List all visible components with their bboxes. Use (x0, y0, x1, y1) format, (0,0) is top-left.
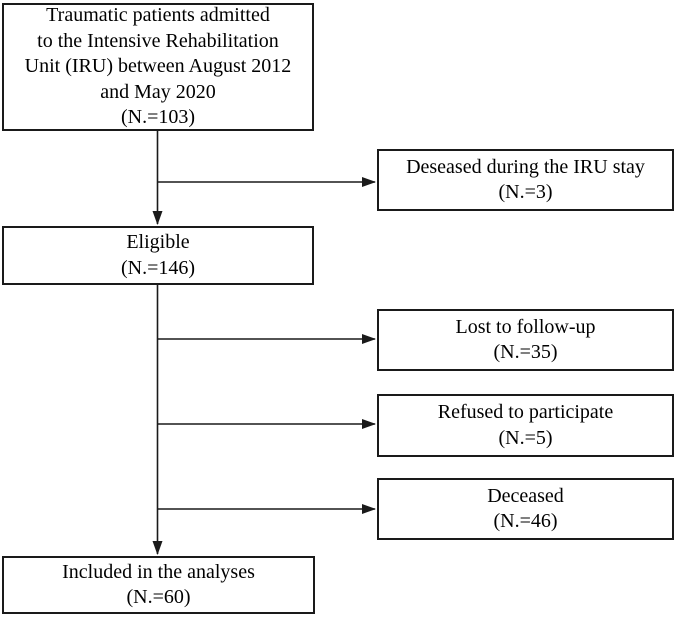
box-deceased: Deceased (N.=46) (377, 478, 674, 540)
box-deceased-during-iru-stay-label: Deseased during the IRU stay (N.=3) (406, 155, 645, 204)
box-deceased-during-iru-stay: Deseased during the IRU stay (N.=3) (377, 149, 674, 211)
box-refused-to-participate-label: Refused to participate (N.=5) (437, 401, 614, 449)
box-refused-to-participate: Refused to participate (N.=5) (377, 394, 674, 457)
box-admitted-label: Traumatic patients admitted to the Inten… (24, 4, 292, 129)
box-included-in-analyses-label: Included in the analyses (N.=60) (62, 560, 255, 609)
box-included-in-analyses: Included in the analyses (N.=60) (2, 556, 315, 614)
box-lost-to-follow-up-label: Lost to follow-up (N.=35) (455, 315, 596, 364)
box-eligible-label: Eligible (N.=146) (120, 231, 196, 279)
box-eligible: Eligible (N.=146) (2, 226, 314, 285)
box-deceased-label: Deceased (N.=46) (487, 484, 564, 533)
box-lost-to-follow-up: Lost to follow-up (N.=35) (377, 309, 674, 371)
box-admitted: Traumatic patients admitted to the Inten… (2, 3, 314, 131)
